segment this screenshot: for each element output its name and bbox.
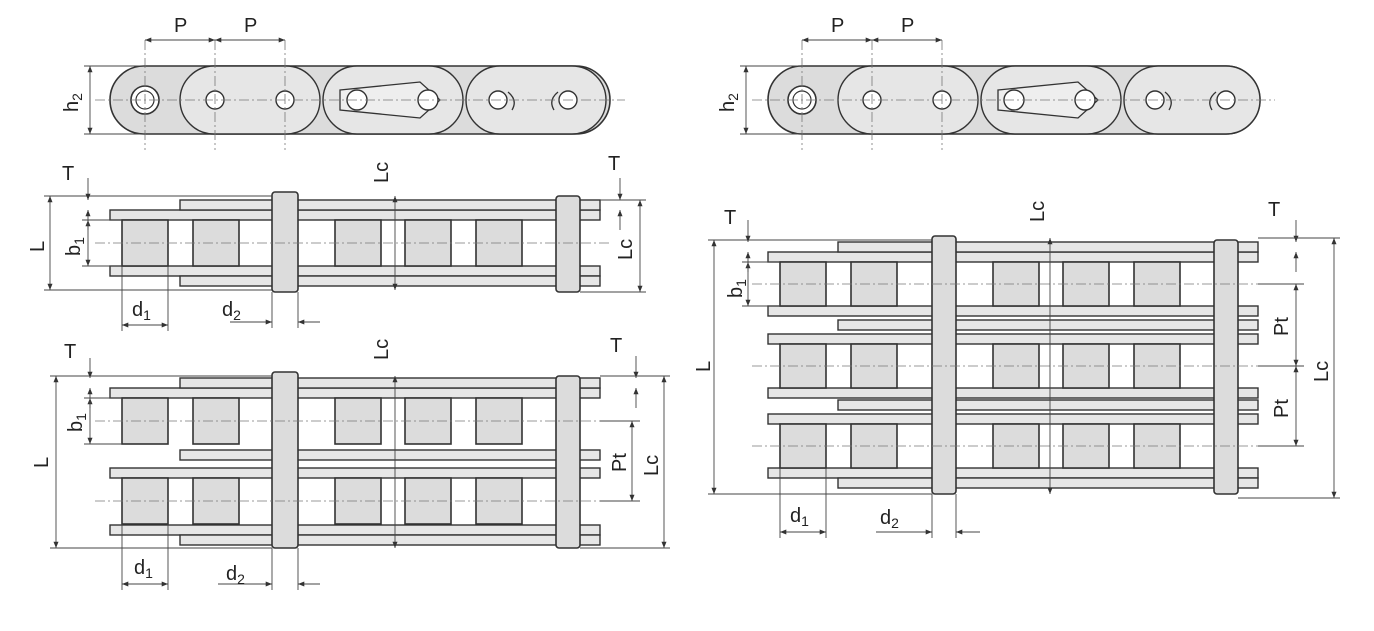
thickness-label-5: T [724, 207, 736, 229]
pitch-label-2: P [244, 15, 257, 37]
roller-diameter-label-duplex: d1 [134, 557, 153, 581]
thickness-label-2: T [608, 153, 620, 175]
pt-label-triplex-2: Pt [1271, 399, 1293, 418]
pin-diameter-label-triplex: d2 [880, 507, 899, 531]
inner-width-label-simplex: b1 [63, 237, 87, 256]
thickness-label-1: T [62, 163, 74, 185]
triplex-top-view [708, 220, 1340, 538]
lc-label-simplex-side: Lc [615, 239, 637, 260]
inner-width-label-triplex: b1 [725, 279, 749, 298]
thickness-label-6: T [1268, 199, 1280, 221]
lc-label-duplex-top: Lc [371, 339, 393, 360]
pitch-label-3: P [831, 15, 844, 37]
simplex-top-view [44, 178, 646, 331]
pin-diameter-label-duplex: d2 [226, 563, 245, 587]
length-label-simplex: L [27, 241, 49, 252]
length-label-triplex: L [693, 361, 715, 372]
roller-diameter-label-simplex: d1 [132, 299, 151, 323]
side-view-right [740, 37, 1275, 150]
roller-diameter-label-triplex: d1 [790, 505, 809, 529]
duplex-top-view [50, 356, 670, 590]
length-label-duplex: L [31, 457, 53, 468]
thickness-label-3: T [64, 341, 76, 363]
pin-diameter-label-simplex: d2 [222, 299, 241, 323]
pitch-label-4: P [901, 15, 914, 37]
lc-label-triplex-top: Lc [1027, 201, 1049, 222]
lc-label-triplex-side: Lc [1311, 361, 1333, 382]
thickness-label-4: T [610, 335, 622, 357]
side-view-left [84, 37, 625, 150]
inner-width-label-duplex: b1 [65, 413, 89, 432]
plate-height-label-left: h2 [61, 93, 85, 112]
pt-label-duplex: Pt [609, 453, 631, 472]
pitch-label-1: P [174, 15, 187, 37]
lc-label-simplex-top: Lc [371, 162, 393, 183]
pt-label-triplex-1: Pt [1271, 317, 1293, 336]
plate-height-label-right: h2 [717, 93, 741, 112]
lc-label-duplex-side: Lc [641, 455, 663, 476]
